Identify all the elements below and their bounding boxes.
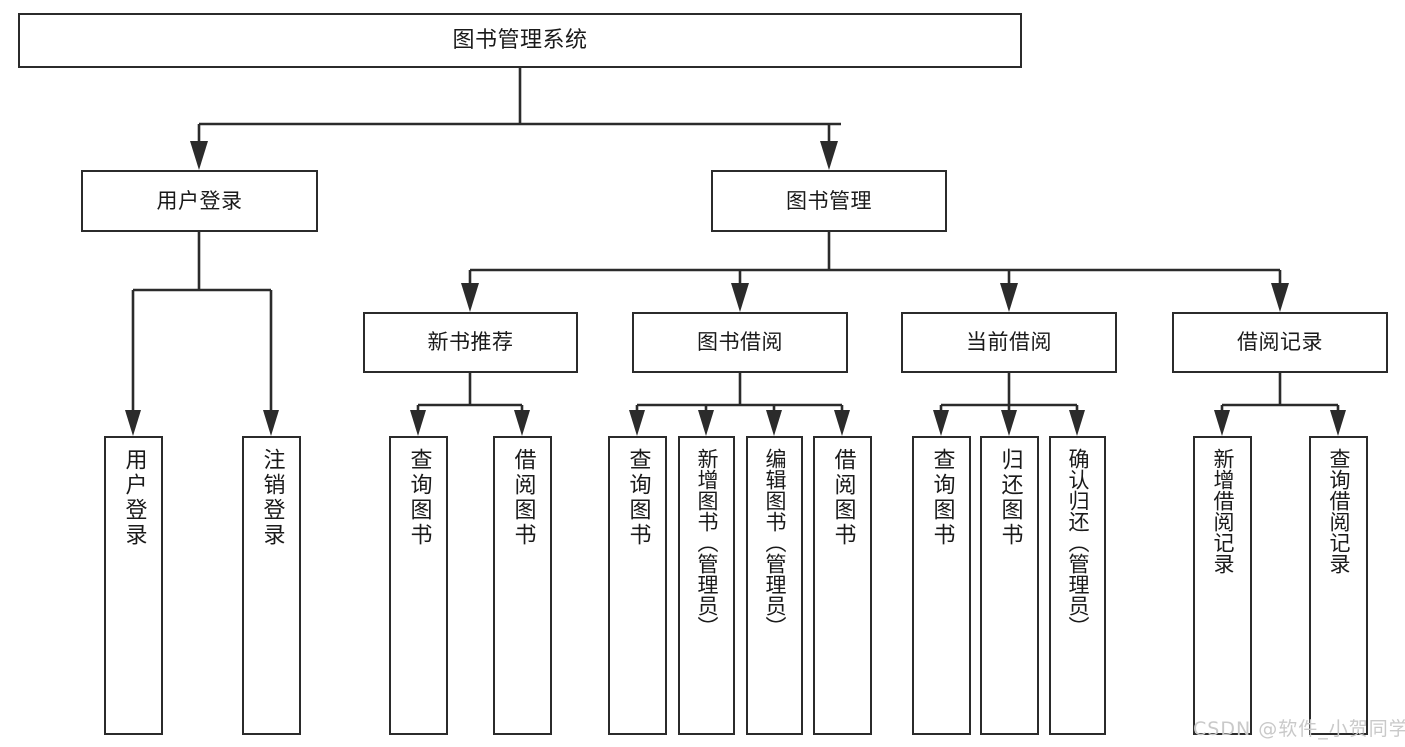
node-label: 用户登录	[121, 448, 147, 548]
node-label: 查询借阅记录	[1327, 448, 1351, 574]
node-user-login[interactable]: 用户登录	[81, 170, 318, 232]
node-label: 确认归还（管理员）	[1066, 448, 1090, 637]
node-label: 新增图书（管理员）	[695, 448, 719, 637]
node-label: 注销登录	[259, 448, 285, 548]
node-label: 编辑图书（管理员）	[763, 448, 787, 637]
leaf-add-borrow-record[interactable]: 新增借阅记录	[1193, 436, 1252, 735]
leaf-query-book-recommend[interactable]: 查询图书	[389, 436, 448, 735]
leaf-logout[interactable]: 注销登录	[242, 436, 301, 735]
node-label: 借阅图书	[510, 448, 536, 548]
leaf-user-login[interactable]: 用户登录	[104, 436, 163, 735]
node-current-borrow[interactable]: 当前借阅	[901, 312, 1117, 373]
leaf-query-borrow-record[interactable]: 查询借阅记录	[1309, 436, 1368, 735]
leaf-return-book[interactable]: 归还图书	[980, 436, 1039, 735]
leaf-borrow-book[interactable]: 借阅图书	[813, 436, 872, 735]
node-label: 新书推荐	[427, 330, 514, 355]
node-label: 查询图书	[929, 448, 955, 548]
node-root-system[interactable]: 图书管理系统	[18, 13, 1022, 68]
node-book-management[interactable]: 图书管理	[711, 170, 947, 232]
leaf-query-book-borrow[interactable]: 查询图书	[608, 436, 667, 735]
node-label: 借阅图书	[830, 448, 856, 548]
leaf-edit-book-admin[interactable]: 编辑图书（管理员）	[746, 436, 803, 735]
node-label: 用户登录	[156, 188, 243, 213]
node-new-book-recommend[interactable]: 新书推荐	[363, 312, 578, 373]
node-label: 借阅记录	[1237, 330, 1323, 355]
node-book-borrow[interactable]: 图书借阅	[632, 312, 848, 373]
leaf-query-book-current[interactable]: 查询图书	[912, 436, 971, 735]
node-label: 图书借阅	[697, 330, 783, 355]
leaf-confirm-return-admin[interactable]: 确认归还（管理员）	[1049, 436, 1106, 735]
node-borrow-record[interactable]: 借阅记录	[1172, 312, 1388, 373]
arrowheads	[125, 141, 1346, 436]
node-label: 查询图书	[625, 448, 651, 548]
node-label: 查询图书	[406, 448, 432, 548]
node-label: 新增借阅记录	[1211, 448, 1235, 574]
node-label: 图书管理系统	[452, 27, 588, 53]
node-label: 当前借阅	[966, 330, 1052, 355]
node-label: 归还图书	[997, 448, 1023, 548]
node-label: 图书管理	[786, 188, 872, 213]
leaf-add-book-admin[interactable]: 新增图书（管理员）	[678, 436, 735, 735]
leaf-borrow-book-recommend[interactable]: 借阅图书	[493, 436, 552, 735]
